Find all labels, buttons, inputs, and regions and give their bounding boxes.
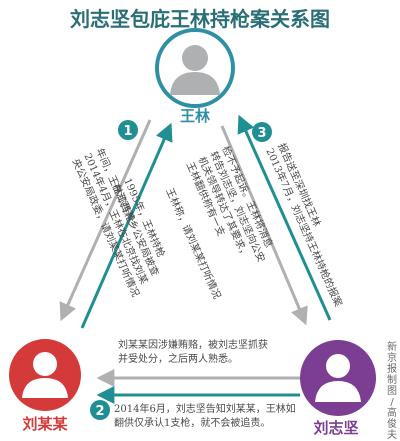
step-marker-3: 3	[252, 122, 272, 142]
node-label-wang: 王林	[180, 107, 211, 125]
credit-char: 高	[387, 406, 397, 419]
arrow-wang-to-liuzhijian-inner	[220, 125, 308, 326]
node-wang-lin: 王林	[155, 28, 235, 125]
svg-text:刘某某因涉嫌贿赂，被刘志坚抓获 并受处分，之后两: 刘某某因涉嫌贿赂，被刘志坚抓获 并受处分，之后两人熟悉。	[118, 338, 271, 365]
svg-text:1: 1	[123, 124, 132, 139]
note-bottom-mid: 刘某某因涉嫌贿赂，被刘志坚抓获 并受处分，之后两人熟悉。	[118, 338, 271, 365]
credit-char: 报	[387, 362, 397, 375]
credit-char: 制	[387, 373, 397, 386]
svg-text:2: 2	[95, 404, 104, 419]
svg-text:报告送至深圳找王林 2013年7月，刘志坚持王林: 报告送至深圳找王林 2013年7月，刘志坚持王林持枪的报案	[263, 141, 357, 309]
node-liu-moumou: 刘某某	[9, 339, 81, 433]
node-label-liu-moumou: 刘某某	[22, 415, 68, 433]
step-marker-1: 1	[118, 120, 138, 140]
credit-char: 新	[387, 340, 397, 353]
credit-char: /	[390, 397, 394, 408]
diagram-title: 刘志坚包庇王林持枪案关系图	[70, 7, 330, 31]
arrow-liuzhijian-to-wang-outer	[237, 114, 332, 321]
credit-char: 俊	[387, 417, 397, 430]
arrow-liumou-to-wang-inner	[80, 122, 173, 329]
arrow-wang-to-liumou-outer	[59, 119, 152, 322]
person-silhouette-icon	[22, 352, 68, 398]
note-right-outer: 报告送至深圳找王林 2013年7月，刘志坚持王林持枪的报案	[263, 141, 357, 309]
node-liu-zhijian: 刘志坚	[300, 340, 376, 437]
note-bottom-low: 2014年6月，刘志坚告知刘某某，王林如 翻供仅承认1支枪，就不会被追责。	[114, 402, 299, 429]
credit-char: 京	[387, 351, 397, 364]
person-silhouette-icon	[315, 354, 361, 402]
svg-text:2014年6月，刘志坚告知刘某某，王林如 翻供仅: 2014年6月，刘志坚告知刘某某，王林如 翻供仅承认1支枪，就不会被追责。	[114, 402, 299, 429]
node-label-liu-zhijian: 刘志坚	[313, 419, 358, 437]
credit-char: 图	[387, 385, 397, 397]
person-silhouette-icon	[170, 45, 220, 95]
svg-text:3: 3	[257, 126, 266, 141]
credit-char: 夫	[387, 429, 397, 441]
step-marker-2: 2	[90, 400, 110, 420]
